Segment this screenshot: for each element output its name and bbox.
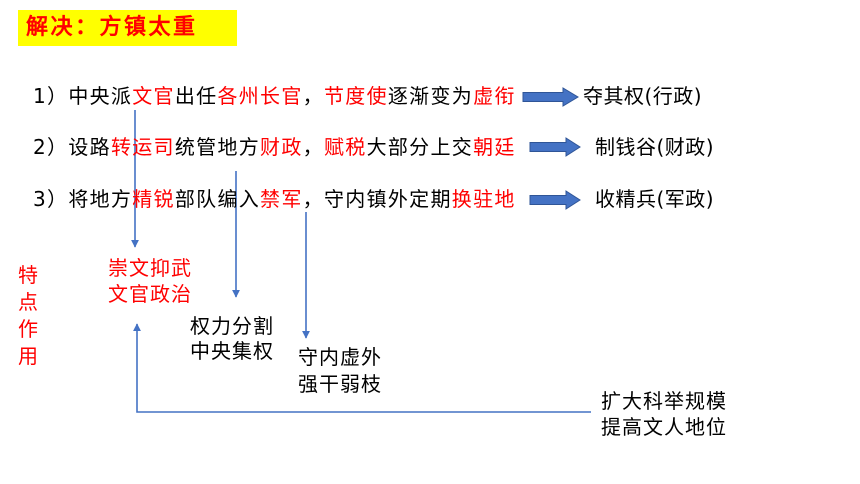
effect-power-split: 权力分割 中央集权 <box>190 314 274 364</box>
measure-text-segment: 虚衔 <box>473 84 516 108</box>
effect-line: 强干弱枝 <box>298 372 382 396</box>
effect-line: 守内虚外 <box>298 345 382 369</box>
measure-text-segment: 朝廷 <box>473 135 516 159</box>
measure-text-segment: 换驻地 <box>451 187 516 211</box>
measure-result-1: 夺其权(行政) <box>583 84 703 108</box>
measure-line-3: 3）将地方精锐部队编入禁军，守内镇外定期换驻地 <box>33 186 516 212</box>
effect-line: 提高文人地位 <box>601 415 727 439</box>
effect-inner-strong: 守内虚外 强干弱枝 <box>298 344 382 398</box>
measure-line-2: 2）设路转运司统管地方财政，赋税大部分上交朝廷 <box>33 134 516 160</box>
title-highlight-box: 解决：方镇太重 <box>18 10 237 46</box>
measure-text-segment: ，守内镇外定期 <box>302 187 452 211</box>
side-label-characteristics: 特点作用 <box>18 263 38 368</box>
measure-text-segment: 大部分上交 <box>366 135 474 159</box>
right-arrow-icon <box>522 87 579 107</box>
measure-text-segment: 部队编入 <box>174 187 261 211</box>
measure-result-2: 制钱谷(财政) <box>595 135 715 159</box>
measure-text-segment: 3）将地方 <box>33 187 133 211</box>
right-arrow-icon <box>529 137 581 157</box>
measure-text-segment: ， <box>302 135 324 159</box>
measure-text-segment: 统管地方 <box>174 135 261 159</box>
measure-text-segment: 2）设路 <box>33 135 111 159</box>
effect-line: 崇文抑武 <box>108 256 192 280</box>
measure-text-segment: 精锐 <box>132 187 175 211</box>
measure-text-segment: 出任 <box>174 84 218 108</box>
measure-result-3: 收精兵(军政) <box>595 187 715 211</box>
measure-text-segment: ， <box>302 84 324 108</box>
measure-text-segment: 转运司 <box>110 135 175 159</box>
page-title: 解决：方镇太重 <box>26 15 198 40</box>
effect-civil-rule: 崇文抑武 文官政治 <box>108 255 192 307</box>
measure-text-segment: 各州长官 <box>217 84 303 108</box>
effect-line: 权力分割 <box>190 314 274 338</box>
measure-text-segment: 赋税 <box>323 135 367 159</box>
effect-line: 扩大科举规模 <box>601 389 727 413</box>
measure-text-segment: 1）中央派 <box>33 84 133 108</box>
measure-text-segment: 节度使 <box>323 84 388 108</box>
measure-text-segment: 财政 <box>260 135 303 159</box>
effect-line: 文官政治 <box>108 282 192 306</box>
measure-text-segment: 文官 <box>132 84 175 108</box>
measure-line-1: 1）中央派文官出任各州长官，节度使逐渐变为虚衔 <box>33 83 516 109</box>
effect-exam: 扩大科举规模 提高文人地位 <box>601 388 727 440</box>
measure-text-segment: 逐渐变为 <box>387 84 474 108</box>
measure-text-segment: 禁军 <box>260 187 303 211</box>
right-arrow-icon <box>529 190 581 210</box>
effect-line: 中央集权 <box>190 339 274 363</box>
